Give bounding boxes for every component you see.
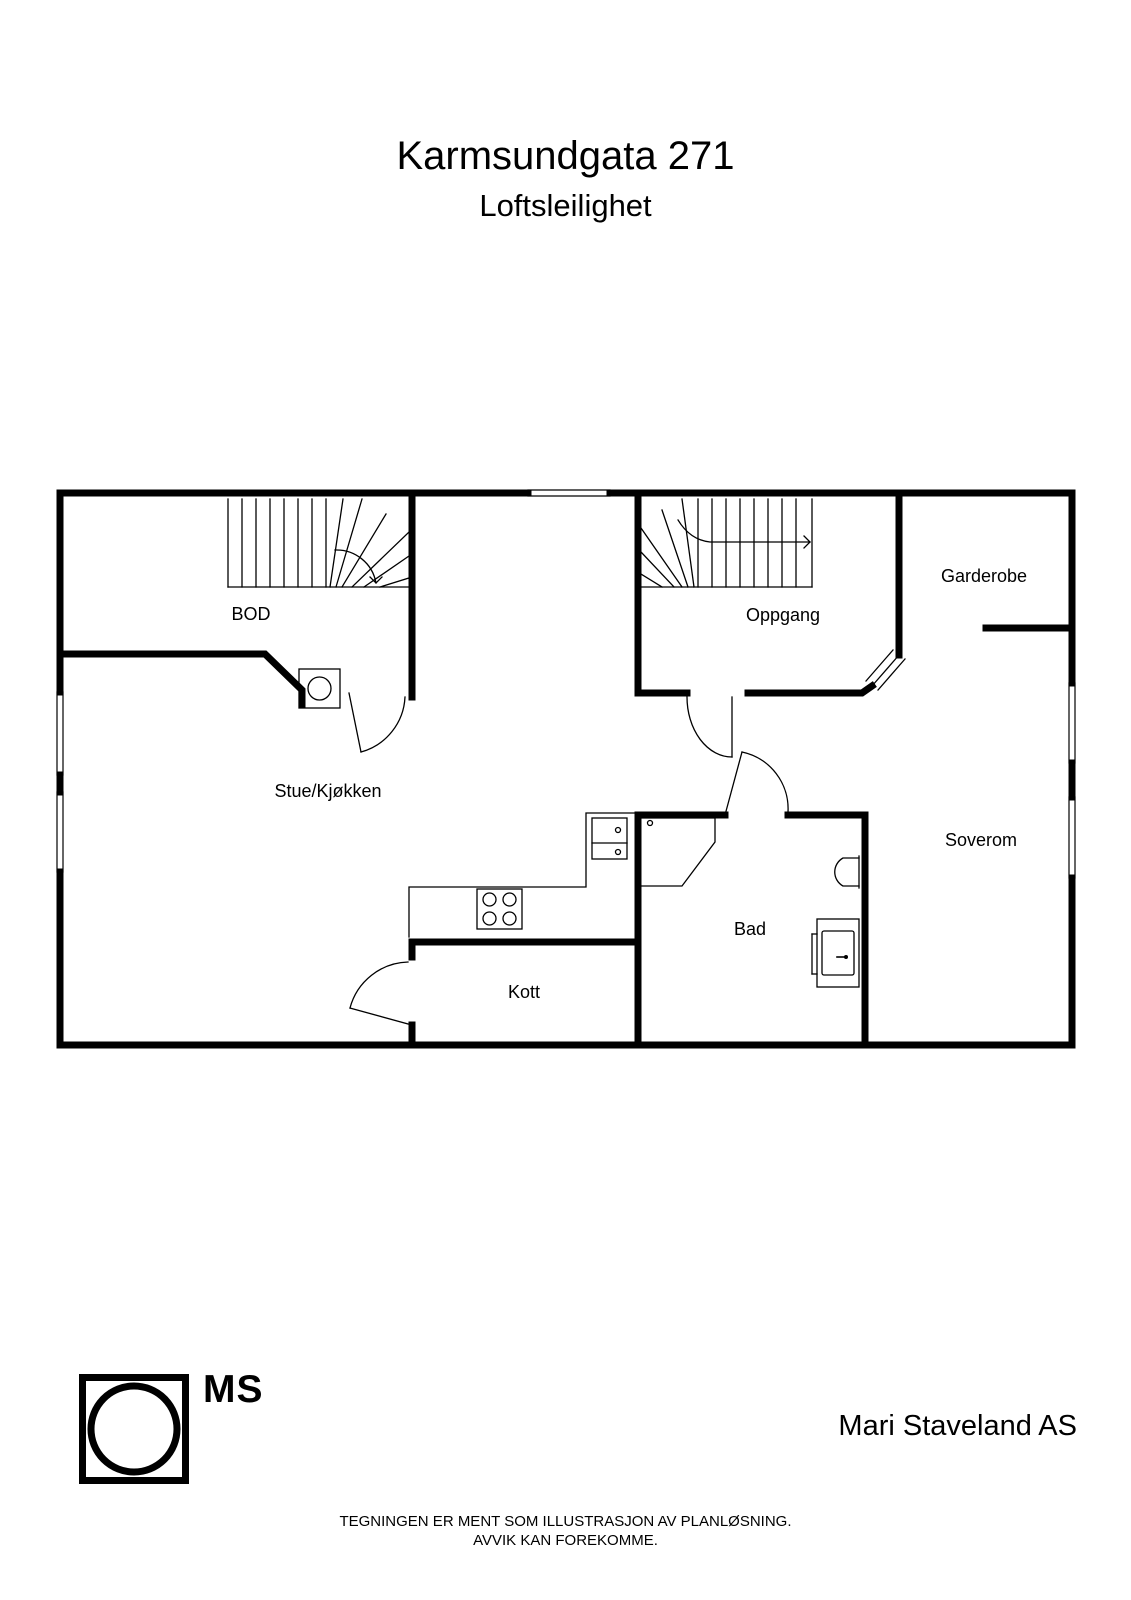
fireplace (298, 668, 341, 709)
room-label-kott: Kott (507, 982, 541, 1002)
room-label-bod: BOD (231, 604, 271, 624)
room-label-oppgang: Oppgang (745, 605, 821, 625)
bathroom-basin (816, 918, 860, 988)
room-label-bad: Bad (733, 919, 767, 939)
toilet (834, 857, 860, 887)
stair-bod (227, 498, 413, 588)
kitchen-sink (591, 817, 628, 860)
disclaimer: TEGNINGEN ER MENT SOM ILLUSTRASJON AV PL… (0, 1512, 1131, 1550)
disclaimer-line-1: TEGNINGEN ER MENT SOM ILLUSTRASJON AV PL… (339, 1513, 792, 1530)
interior-walls (56, 489, 1076, 1049)
stove (476, 888, 523, 930)
plan-subtitle: Loftsleilighet (479, 188, 652, 223)
fixtures (227, 498, 906, 1025)
outer-walls (56, 489, 1076, 1049)
company-logo (79, 1374, 189, 1484)
room-label-stue-kjokken: Stue/Kjøkken (274, 781, 382, 801)
stair-oppgang (640, 498, 813, 588)
room-label-soverom: Soverom (944, 830, 1018, 850)
logo-text: MS (203, 1368, 264, 1411)
room-label-garderobe: Garderobe (940, 566, 1028, 586)
plan-title: Karmsundgata 271 (396, 134, 735, 178)
windows (56, 489, 1076, 879)
disclaimer-line-2: AVVIK KAN FOREKOMME. (473, 1532, 658, 1549)
company-name: Mari Staveland AS (838, 1410, 1077, 1442)
